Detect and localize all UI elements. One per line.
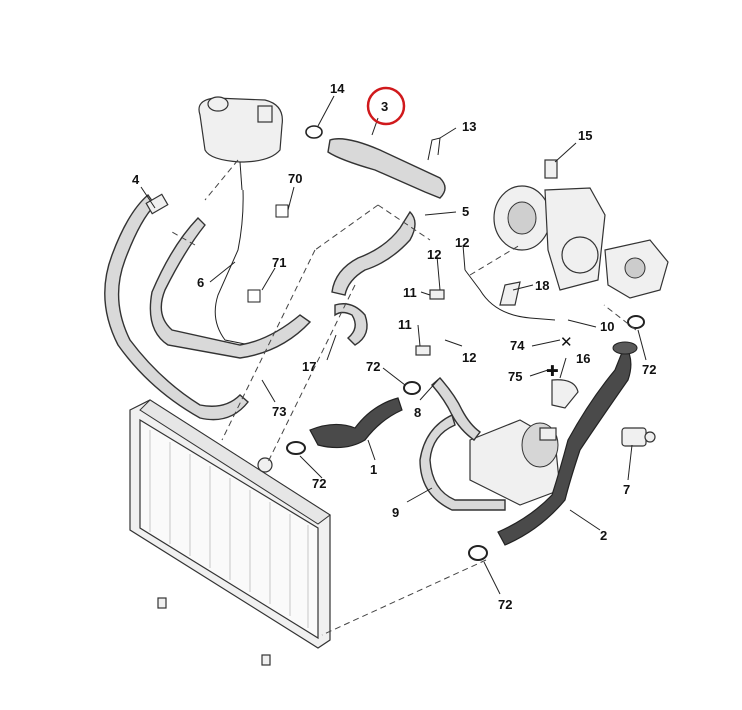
callout-12a: 12: [455, 235, 469, 250]
pipe-10: [464, 269, 556, 321]
callout-13: 13: [462, 119, 476, 134]
callout-17: 17: [302, 359, 316, 374]
callout-labels: 3 14 13 15 4 70 5 12 12 71 6 18 11 11 10…: [132, 81, 656, 612]
clip-13: [427, 137, 441, 161]
callout-8: 8: [414, 405, 421, 420]
turbocharger: [493, 159, 606, 291]
hose-5: [331, 210, 416, 296]
callout-15: 15: [578, 128, 592, 143]
callout-1: 1: [370, 462, 377, 477]
callout-75: 75: [508, 369, 522, 384]
leader-lines: [140, 95, 647, 595]
callout-74: 74: [510, 338, 525, 353]
callout-72a: 72: [366, 359, 380, 374]
callout-11b: 11: [398, 317, 412, 332]
hose-8: [431, 377, 481, 441]
callout-7: 7: [623, 482, 630, 497]
marker-boxes: [247, 204, 289, 303]
callout-72c: 72: [312, 476, 326, 491]
callout-72b: 72: [642, 362, 656, 377]
hose-2: [497, 343, 632, 546]
sensor-7: [621, 427, 656, 447]
radiator: [129, 399, 331, 666]
pipe-3: [327, 138, 446, 199]
callout-18: 18: [535, 278, 549, 293]
callout-12b: 12: [427, 247, 441, 262]
egr-cooler: [469, 419, 561, 506]
callout-12c: 12: [462, 350, 476, 365]
callout-6: 6: [197, 275, 204, 290]
hose-6-pipe: [214, 189, 251, 346]
clamps-72: [286, 315, 645, 561]
callout-72d: 72: [498, 597, 512, 612]
callout-4: 4: [132, 172, 140, 187]
callout-10: 10: [600, 319, 614, 334]
plus-symbol: ✚: [546, 362, 559, 380]
expansion-tank: [198, 96, 283, 191]
highlight-ring: [366, 86, 406, 126]
callout-5: 5: [462, 204, 469, 219]
callout-70: 70: [288, 171, 302, 186]
callout-2: 2: [600, 528, 607, 543]
thermostat-housing: [604, 239, 669, 299]
bracket-18: [499, 281, 521, 306]
part-16: [551, 379, 579, 409]
callout-73: 73: [272, 404, 286, 419]
cross-symbol: ✕: [560, 333, 573, 351]
callout-11a: 11: [403, 285, 417, 300]
callout-3: 3: [381, 99, 388, 114]
callout-9: 9: [392, 505, 399, 520]
hose-junction: [334, 303, 368, 346]
callout-16: 16: [576, 351, 590, 366]
hose-17: [149, 217, 312, 359]
hose-9: [419, 414, 506, 511]
hose-1: [309, 397, 403, 449]
assembly-dashed-lines: [171, 159, 637, 636]
hose-4: [104, 193, 249, 421]
ring-14: [305, 125, 323, 139]
callout-71: 71: [272, 255, 286, 270]
callout-14: 14: [330, 81, 345, 96]
